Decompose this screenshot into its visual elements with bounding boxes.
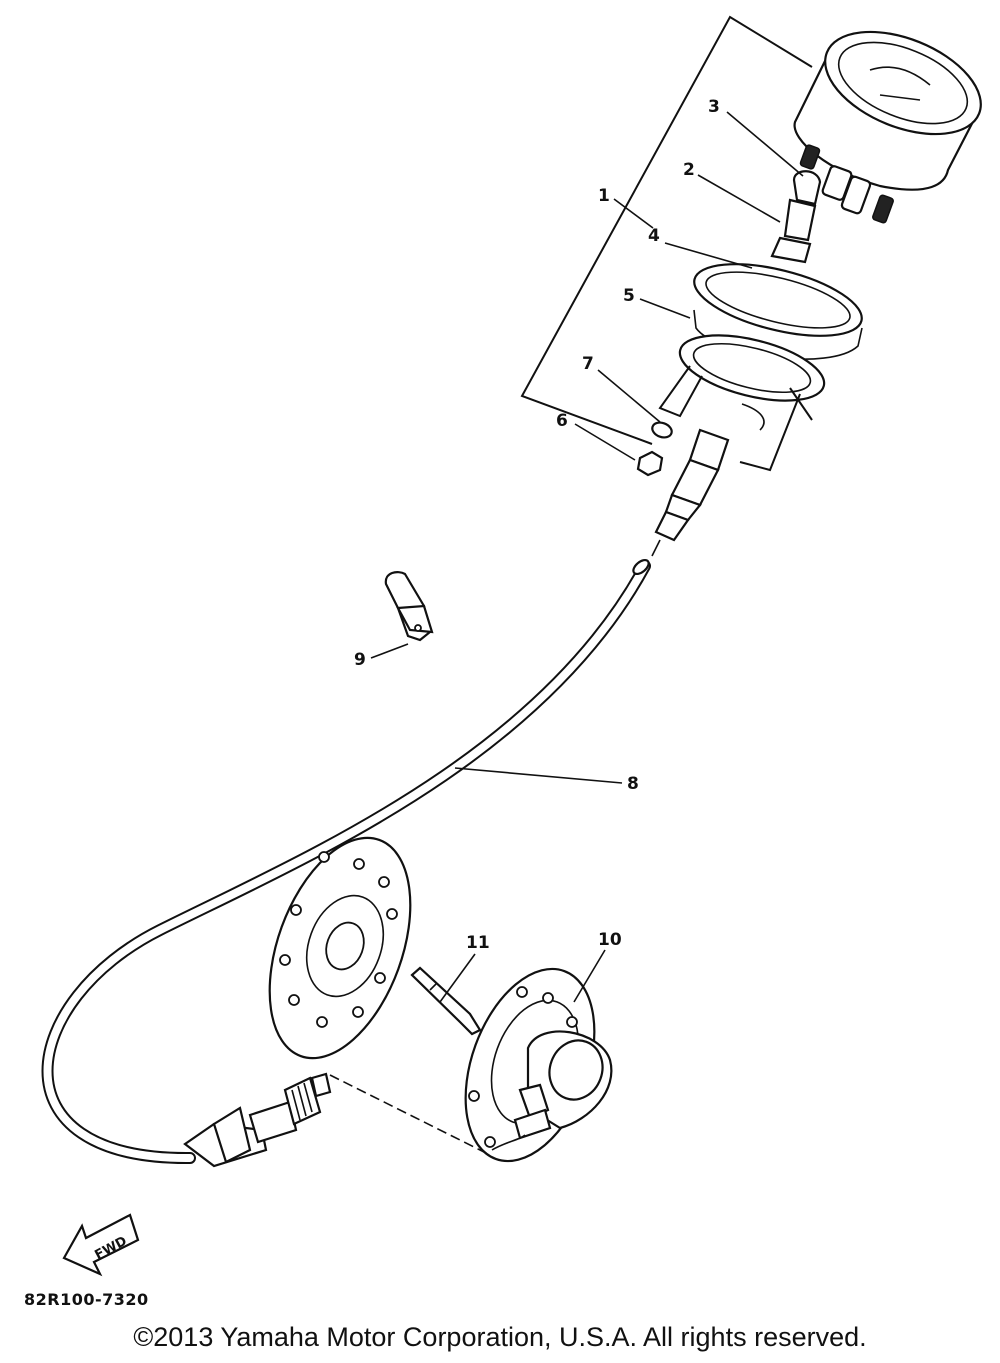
callout-10: 10 <box>598 930 622 950</box>
meter-gear-unit-icon <box>464 967 613 1163</box>
group-bracket <box>520 15 813 445</box>
bulb-icon <box>770 170 822 264</box>
callout-1: 1 <box>598 186 610 206</box>
callout-3: 3 <box>708 97 720 117</box>
leader-lines <box>329 111 804 1156</box>
callout-11: 11 <box>466 933 490 953</box>
drive-shaft-icon <box>410 966 482 1036</box>
cable-clamp-icon <box>384 571 434 642</box>
meter-rings-icon <box>658 263 863 472</box>
callout-2: 2 <box>683 160 695 180</box>
callout-6: 6 <box>556 411 568 431</box>
exploded-parts-diagram: FWD <box>41 15 982 1277</box>
forward-arrow-icon: FWD <box>62 1213 140 1277</box>
callout-7: 7 <box>582 354 594 374</box>
speedometer-cable-lower-fitting-icon <box>183 1072 332 1168</box>
callout-8: 8 <box>627 774 639 794</box>
nut-washer-icon <box>636 421 673 477</box>
callout-5: 5 <box>623 286 635 306</box>
callout-4: 4 <box>648 226 660 246</box>
speedometer-gauge-icon <box>793 30 982 224</box>
callout-9: 9 <box>354 650 366 670</box>
diagram-part-code: 82R100-7320 <box>24 1290 149 1309</box>
speedometer-cable-icon <box>41 558 651 1165</box>
copyright-notice: ©2013 Yamaha Motor Corporation, U.S.A. A… <box>133 1322 867 1352</box>
wheel-hub-icon <box>268 836 412 1060</box>
speedometer-cable-upper-fitting-icon <box>651 428 730 557</box>
